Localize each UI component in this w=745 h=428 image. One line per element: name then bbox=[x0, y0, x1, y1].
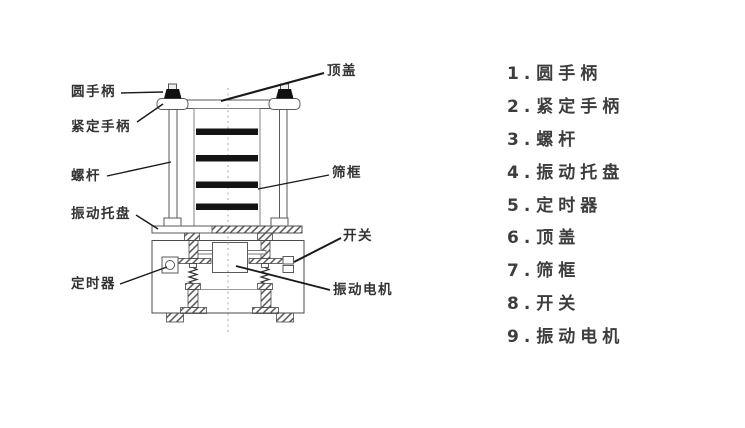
part-number: 9. bbox=[507, 327, 536, 347]
part-number: 4. bbox=[507, 163, 536, 183]
leader-vibration-tray bbox=[135, 214, 159, 230]
lower-bracket-right bbox=[252, 289, 279, 314]
screw-rod-right bbox=[270, 108, 289, 227]
parts-list-item-3: 3.螺杆 bbox=[507, 130, 580, 150]
label-switch: 开关 bbox=[343, 228, 373, 244]
part-number: 5. bbox=[507, 196, 536, 216]
part-name: 振动托盘 bbox=[536, 163, 625, 183]
inner-column-right bbox=[260, 240, 271, 259]
tray-post-right bbox=[257, 232, 273, 241]
leader-vibration-motor bbox=[235, 265, 331, 291]
screw-rod-left bbox=[163, 108, 182, 227]
foot-right bbox=[276, 312, 294, 323]
inner-column-left bbox=[188, 240, 199, 259]
spring-seat-left bbox=[185, 283, 201, 290]
sieve-frame-bands bbox=[196, 128, 258, 210]
leader-sieve-frame bbox=[257, 174, 330, 190]
part-number: 7. bbox=[507, 261, 536, 281]
parts-list-item-8: 8.开关 bbox=[507, 294, 580, 314]
label-top-cover: 顶盖 bbox=[327, 63, 357, 79]
locking-handle-left bbox=[156, 98, 189, 110]
suspension-bar-left bbox=[176, 258, 212, 264]
part-name: 开关 bbox=[536, 294, 581, 314]
label-vibration-tray: 振动托盘 bbox=[71, 206, 131, 222]
leader-timer bbox=[119, 266, 168, 285]
label-sieve-frame: 筛框 bbox=[332, 165, 362, 181]
part-name: 筛框 bbox=[536, 261, 581, 281]
part-name: 定时器 bbox=[536, 196, 603, 216]
part-number: 6. bbox=[507, 228, 536, 248]
locking-handle-right bbox=[268, 98, 301, 110]
parts-list-item-9: 9.振动电机 bbox=[507, 327, 624, 347]
label-locking-handle: 紧定手柄 bbox=[71, 119, 131, 135]
part-name: 螺杆 bbox=[536, 130, 581, 150]
part-name: 圆手柄 bbox=[536, 64, 603, 84]
spring-right bbox=[258, 263, 272, 285]
foot-left bbox=[166, 312, 184, 323]
label-screw-rod: 螺杆 bbox=[71, 168, 101, 184]
part-number: 1. bbox=[507, 64, 536, 84]
leader-lines bbox=[106, 71, 342, 291]
leader-round-handle bbox=[120, 91, 164, 94]
part-name: 紧定手柄 bbox=[536, 97, 625, 117]
leader-top-cover bbox=[220, 71, 325, 103]
switch-buttons bbox=[282, 256, 294, 273]
spring-left bbox=[186, 263, 200, 285]
label-round-handle: 圆手柄 bbox=[71, 84, 116, 100]
label-timer: 定时器 bbox=[71, 276, 116, 292]
round-handle-left bbox=[164, 83, 182, 99]
part-name: 顶盖 bbox=[536, 228, 581, 248]
leader-locking-handle bbox=[136, 103, 164, 123]
parts-list-item-6: 6.顶盖 bbox=[507, 228, 580, 248]
part-number: 3. bbox=[507, 130, 536, 150]
part-number: 2. bbox=[507, 97, 536, 117]
tray-post-left bbox=[184, 232, 200, 241]
parts-list-item-5: 5.定时器 bbox=[507, 196, 602, 216]
suspension-bar-right bbox=[248, 258, 284, 264]
parts-list-item-7: 7.筛框 bbox=[507, 261, 580, 281]
timer-knob bbox=[161, 256, 179, 274]
leader-screw-rod bbox=[106, 161, 172, 177]
tray-hatched-surface bbox=[211, 225, 303, 234]
lower-bracket-left bbox=[180, 289, 207, 314]
round-handle-right bbox=[276, 83, 294, 99]
part-number: 8. bbox=[507, 294, 536, 314]
parts-list-item-2: 2.紧定手柄 bbox=[507, 97, 624, 117]
parts-list-item-1: 1.圆手柄 bbox=[507, 64, 602, 84]
part-name: 振动电机 bbox=[536, 327, 625, 347]
label-vibration-motor: 振动电机 bbox=[333, 282, 393, 298]
leader-switch bbox=[293, 237, 342, 263]
spring-seat-right bbox=[257, 283, 273, 290]
parts-list-item-4: 4.振动托盘 bbox=[507, 163, 624, 183]
